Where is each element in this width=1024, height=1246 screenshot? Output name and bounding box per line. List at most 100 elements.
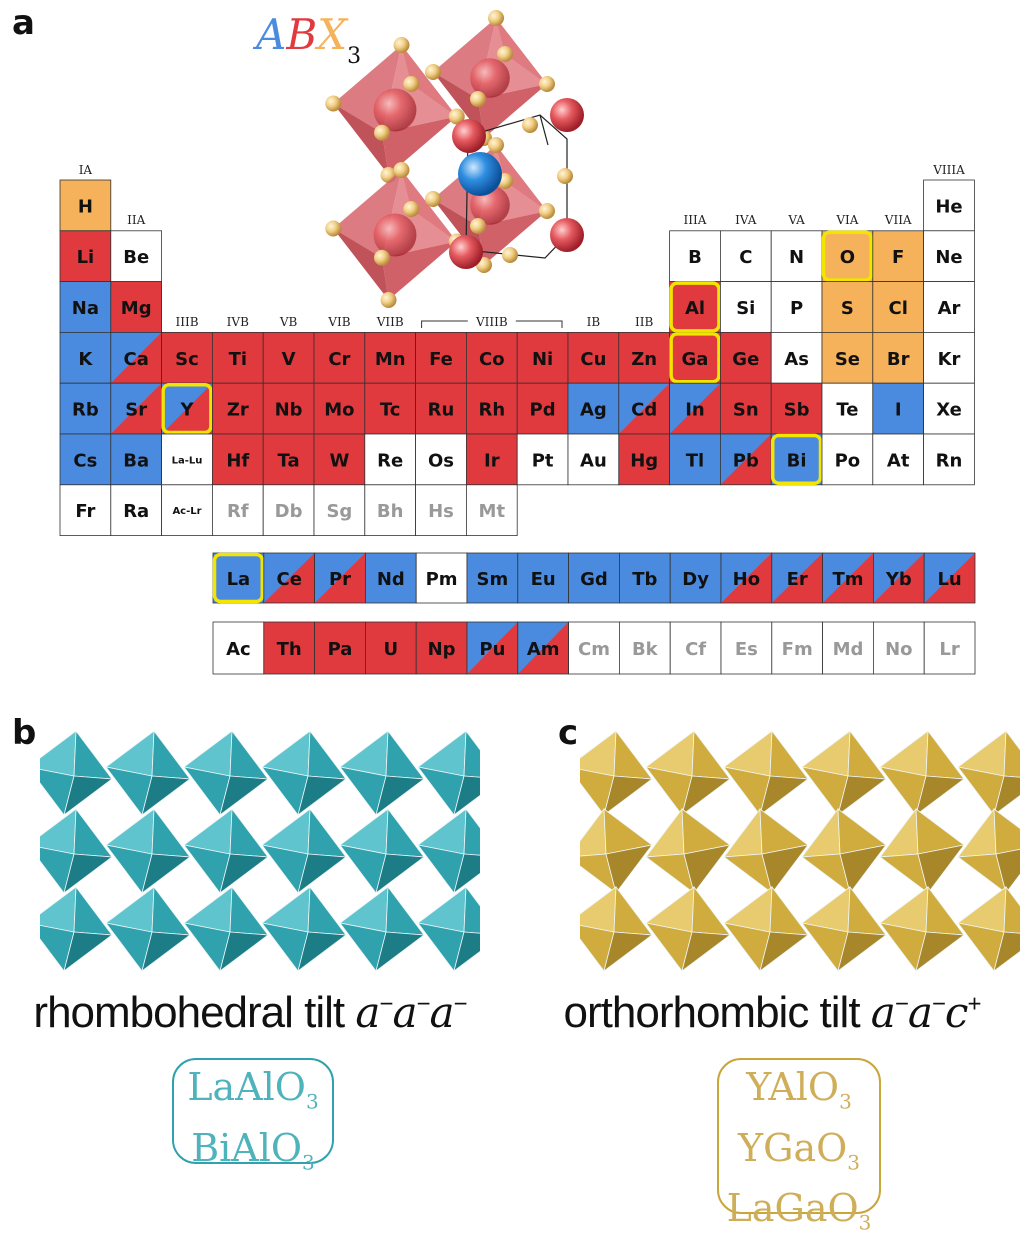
b-site-atom (550, 98, 584, 132)
element-ga: Ga (669, 331, 721, 384)
formula-subscript: 3 (347, 44, 362, 69)
element-symbol: Ar (938, 298, 961, 319)
element-te: Te (821, 382, 874, 435)
element-symbol: Bi (787, 450, 807, 471)
element-symbol: At (887, 450, 910, 471)
glazer-c-sign-2: − (931, 990, 946, 1018)
octahedron (723, 729, 810, 817)
element-symbol: Xe (936, 400, 962, 421)
octahedron (40, 729, 114, 817)
abx3-formula: ABX3 (256, 14, 361, 68)
element-symbol: Ti (229, 349, 247, 370)
element-c: C (720, 230, 772, 283)
highlight-frame (821, 230, 874, 282)
element-symbol: Zn (631, 349, 657, 370)
element-mo: Mo (313, 382, 366, 435)
element-symbol: Pb (733, 450, 759, 471)
element-symbol: Mo (324, 400, 354, 421)
element-symbol: Tb (632, 569, 657, 590)
element-w: W (313, 433, 366, 486)
element-zn: Zn (618, 331, 670, 384)
element-symbol: Yb (885, 569, 912, 590)
element-symbol: Lu (937, 569, 961, 590)
rhombohedral-compounds-box: LaAlO3 BiAlO3 (172, 1058, 334, 1174)
element-symbol: Ac (226, 639, 251, 660)
element-no: No (873, 621, 925, 675)
element-symbol: Li (77, 247, 95, 268)
element-kr: Kr (923, 331, 975, 384)
rhombohedral-tilt-label: rhombohedral tilt a−a−a− (0, 988, 500, 1038)
glazer-b-2: a (392, 988, 417, 1037)
element-ir: Ir (465, 433, 518, 486)
octahedron (801, 729, 888, 817)
perovskite-unit-cell (325, 10, 584, 308)
highlight-frame (212, 552, 265, 604)
element-fe: Fe (415, 331, 467, 384)
element-i: I (872, 382, 924, 435)
element-symbol: Hs (428, 501, 454, 522)
element-ce: Ce (263, 552, 315, 604)
element-symbol: Au (580, 450, 607, 471)
element-symbol: U (383, 639, 398, 660)
element-symbol: H (78, 196, 93, 217)
element-symbol: Dy (682, 569, 709, 590)
element-bh: Bh (364, 484, 416, 536)
octahedron (957, 729, 1020, 817)
element-pd: Pd (516, 382, 569, 435)
compound-lagao3: LaGaO3 (726, 1186, 872, 1235)
glazer-c-sign-1: − (894, 990, 909, 1018)
element-tl: Tl (669, 433, 721, 486)
rhombohedral-label-text: rhombohedral tilt (33, 988, 356, 1037)
element-symbol: Co (479, 349, 505, 370)
element-k: K (59, 331, 112, 384)
element-symbol: B (688, 247, 702, 268)
octahedron (339, 729, 426, 817)
element-la-lu: La-Lu (161, 433, 213, 486)
element-symbol: Rb (72, 400, 99, 421)
panel-label-a: a (12, 3, 35, 43)
element-symbol: Fm (782, 639, 813, 660)
octahedron (261, 729, 348, 817)
octahedron (580, 807, 653, 895)
element-ru: Ru (415, 382, 467, 435)
element-symbol: Rf (227, 501, 249, 522)
glazer-b-sign-1: − (379, 990, 393, 1018)
octahedron (800, 807, 887, 895)
element-se: Se (821, 331, 874, 384)
element-symbol: Ac-Lr (172, 506, 201, 517)
element-symbol: Pm (426, 569, 458, 590)
rhombohedral-octahedra (40, 729, 480, 973)
element-symbol: Kr (938, 349, 961, 370)
element-symbol: No (885, 639, 912, 660)
element-os: Os (415, 433, 467, 486)
element-tc: Tc (364, 382, 416, 435)
panel-label-b: b (12, 713, 37, 753)
element-hf: Hf (211, 433, 264, 486)
element-symbol: Pa (328, 639, 353, 660)
element-symbol: As (784, 349, 809, 370)
element-symbol: Cu (580, 349, 606, 370)
element-symbol: Tm (832, 569, 863, 590)
element-es: Es (720, 621, 773, 675)
element-symbol: Se (835, 349, 860, 370)
element-au: Au (567, 433, 620, 486)
element-np: Np (415, 621, 468, 675)
element-er: Er (771, 552, 823, 604)
element-symbol: P (790, 298, 803, 319)
element-symbol: Ne (935, 247, 962, 268)
highlight-frame (770, 433, 823, 486)
element-br: Br (872, 331, 924, 384)
octahedron (645, 885, 732, 973)
element-cu: Cu (567, 331, 620, 384)
highlight-frame (669, 281, 721, 333)
element-symbol: Pd (530, 400, 556, 421)
element-yb: Yb (873, 552, 925, 604)
element-fr: Fr (59, 484, 112, 536)
octahedron-top-right (425, 10, 555, 146)
element-symbol: K (78, 349, 93, 370)
element-symbol: Te (836, 400, 858, 421)
element-symbol: Cs (73, 450, 97, 471)
element-hs: Hs (415, 484, 467, 536)
